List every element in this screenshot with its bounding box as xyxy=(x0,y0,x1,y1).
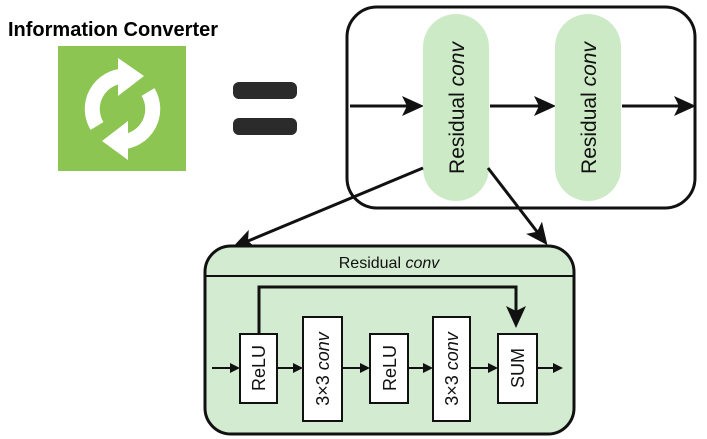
expand-arrow-left xyxy=(232,166,424,249)
residual-conv-pill-2: Residual conv xyxy=(555,14,621,201)
diagram-title: Information Converter xyxy=(8,19,218,41)
residual-conv-pill-1: Residual conv xyxy=(423,14,489,201)
svg-text:SUM: SUM xyxy=(508,348,528,388)
svg-text:Residual conv: Residual conv xyxy=(578,41,601,174)
svg-text:3×3 conv: 3×3 conv xyxy=(442,331,462,406)
sum-box: SUM xyxy=(497,333,538,404)
skip-connection-arrow xyxy=(257,285,526,334)
expand-arrow-right xyxy=(486,167,548,246)
svg-text:ReLU: ReLU xyxy=(249,345,269,391)
relu-box-1: ReLU xyxy=(239,333,278,404)
svg-text:Residual conv: Residual conv xyxy=(446,41,469,174)
detail-block-title: Residual conv xyxy=(339,255,441,272)
svg-text:3×3 conv: 3×3 conv xyxy=(313,331,333,406)
conv3x3-box-1: 3×3 conv xyxy=(302,316,343,422)
relu-box-2: ReLU xyxy=(369,333,409,404)
refresh-icon xyxy=(58,46,186,171)
conv3x3-box-2: 3×3 conv xyxy=(432,316,471,422)
svg-text:ReLU: ReLU xyxy=(380,345,400,391)
equals-sign xyxy=(233,82,297,135)
